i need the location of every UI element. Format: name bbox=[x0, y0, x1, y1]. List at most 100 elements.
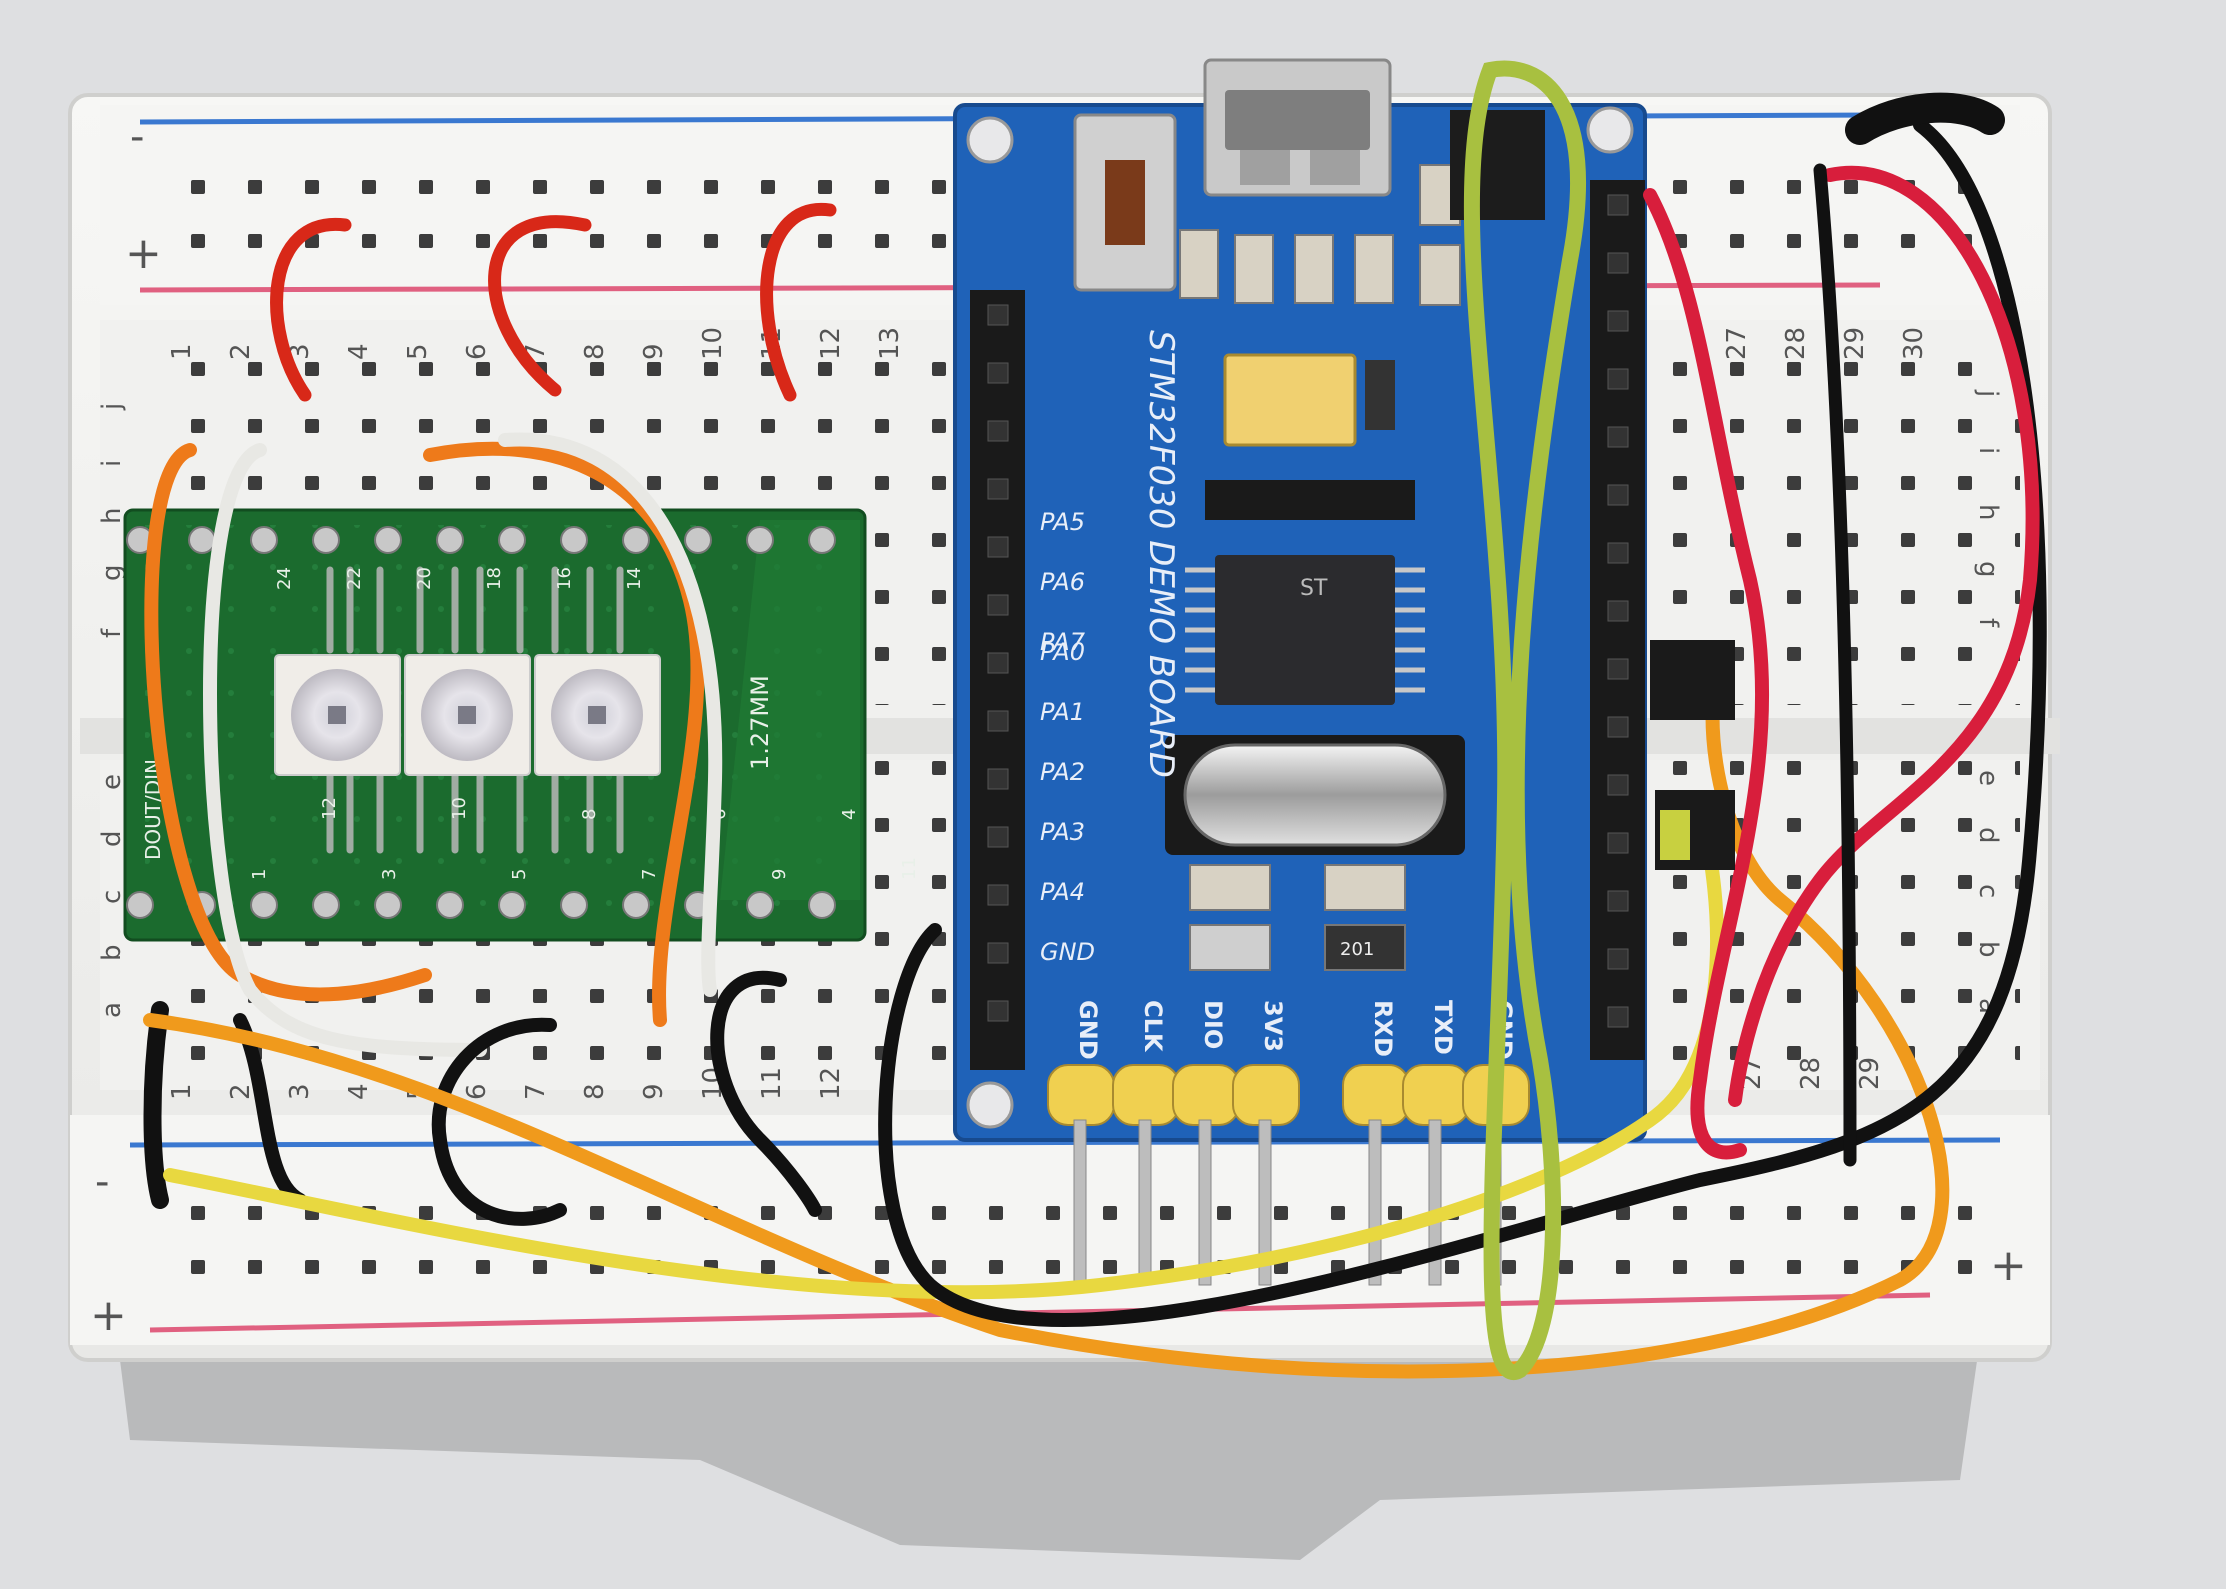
row-letter: c bbox=[1973, 884, 2003, 898]
row-letter: g bbox=[1973, 561, 2003, 578]
column-number: 12 bbox=[816, 327, 846, 360]
mcu-pin-label: PA2 bbox=[1040, 758, 1085, 786]
black-jumper-1 bbox=[431, 1017, 567, 1226]
rgb-led-2 bbox=[404, 654, 531, 776]
red-jumper-1 bbox=[270, 218, 352, 402]
column-number: 8 bbox=[580, 343, 610, 360]
pcb-pin-number: 16 bbox=[554, 567, 575, 590]
column-number: 6 bbox=[462, 343, 492, 360]
right-pin-header bbox=[1590, 180, 1645, 1060]
header-pin-label: 3V3 bbox=[1259, 1000, 1287, 1052]
boot-jumper bbox=[1205, 353, 1415, 520]
black-jumper-2 bbox=[710, 970, 822, 1217]
pcb-pin-number: 8 bbox=[579, 809, 600, 820]
rgb-led-3 bbox=[534, 654, 661, 776]
row-letter: j bbox=[97, 403, 127, 411]
row-letter: h bbox=[97, 508, 127, 524]
crystal-oscillator bbox=[1165, 735, 1465, 855]
red-jumper-3 bbox=[760, 202, 837, 402]
rail-plus-label: + bbox=[125, 228, 162, 279]
row-letter: e bbox=[1973, 770, 2003, 786]
rail-minus-label: - bbox=[130, 114, 144, 160]
row-letter: i bbox=[1973, 447, 2003, 454]
mcu-pin-label: PA0 bbox=[1040, 638, 1085, 666]
rubber-band bbox=[1463, 60, 1587, 1380]
bottom-power-rail: - + + bbox=[70, 1115, 2050, 1345]
orange-wire-long bbox=[143, 653, 1950, 1379]
column-number: 4 bbox=[344, 343, 374, 360]
pcb-pin-number: 4 bbox=[839, 809, 860, 820]
left-pin-header bbox=[970, 290, 1025, 1070]
pcb-pin-number: 9 bbox=[769, 869, 790, 880]
row-letter: f bbox=[1973, 618, 2003, 628]
pcb-pin-number: 24 bbox=[274, 567, 295, 590]
column-number: 13 bbox=[875, 327, 905, 360]
column-number: 2 bbox=[226, 1083, 256, 1100]
row-letter: i bbox=[97, 460, 127, 467]
pcb-pin-number: 20 bbox=[414, 567, 435, 590]
white-wire-middle bbox=[498, 432, 723, 997]
column-number: 2 bbox=[226, 343, 256, 360]
row-letter: g bbox=[97, 564, 127, 581]
column-number: 9 bbox=[639, 1083, 669, 1100]
pcb-pin-number: 1 bbox=[249, 869, 270, 880]
header-pin-label: DIO bbox=[1199, 1000, 1227, 1049]
column-number: 1 bbox=[167, 1083, 197, 1100]
black-wire-plug bbox=[1845, 92, 2005, 145]
board-title: STM32F030 DEMO BOARD bbox=[1141, 330, 1181, 778]
column-number: 1 bbox=[167, 343, 197, 360]
row-letter: f bbox=[97, 628, 127, 638]
column-number: 28 bbox=[1796, 1057, 1826, 1090]
header-pin-label: TXD bbox=[1429, 1000, 1457, 1055]
column-number: 29 bbox=[1855, 1057, 1885, 1090]
row-letter: b bbox=[1973, 941, 2003, 958]
chip-marking: ST bbox=[1300, 576, 1328, 601]
micro-usb-connector bbox=[1203, 58, 1392, 197]
header-pin-label: RXD bbox=[1369, 1000, 1397, 1057]
row-letter: e bbox=[97, 774, 127, 790]
black-wire-right bbox=[1813, 163, 1857, 1167]
mcu-pin-label: PA5 bbox=[1040, 508, 1085, 536]
column-number: 4 bbox=[344, 1083, 374, 1100]
column-number: 11 bbox=[757, 1067, 787, 1100]
column-number: 29 bbox=[1840, 327, 1870, 360]
orange-wire-left bbox=[144, 443, 432, 1002]
red-wire-2 bbox=[1728, 166, 2040, 1107]
pcb-pin-number: 18 bbox=[484, 567, 505, 590]
dupont-connector-right bbox=[1650, 640, 1735, 870]
row-letter: a bbox=[97, 1002, 127, 1018]
column-number: 7 bbox=[521, 1083, 551, 1100]
mcu-pin-label: PA7 bbox=[1040, 628, 1086, 656]
column-number: 5 bbox=[403, 343, 433, 360]
row-letter: h bbox=[1973, 504, 2003, 520]
mcu-pin-label: PA4 bbox=[1040, 878, 1085, 906]
mcu-pin-label: PA3 bbox=[1040, 818, 1085, 846]
mcu-pin-label: PA6 bbox=[1040, 568, 1085, 596]
column-number: 12 bbox=[816, 1067, 846, 1100]
column-number: 3 bbox=[285, 343, 315, 360]
column-number: 28 bbox=[1781, 327, 1811, 360]
column-number: 8 bbox=[580, 1083, 610, 1100]
rail-plus-label-bottom: + bbox=[90, 1290, 127, 1341]
column-number: 30 bbox=[1899, 327, 1929, 360]
reset-button bbox=[1073, 113, 1177, 292]
white-wire-left bbox=[203, 443, 487, 1057]
rail-plus-label-bottom-right: + bbox=[1990, 1240, 2027, 1291]
header-pin-label: GND bbox=[1074, 1000, 1102, 1060]
pcb-pin-number: 22 bbox=[344, 567, 365, 590]
black-wire-stub bbox=[143, 1001, 169, 1209]
row-letter: c bbox=[97, 890, 127, 904]
wires bbox=[143, 60, 2047, 1380]
pitch-label: 1.27MM bbox=[746, 675, 774, 770]
header-pin-label: CLK bbox=[1139, 1000, 1167, 1053]
rail-minus-label-bottom: - bbox=[95, 1159, 109, 1205]
row-letter: b bbox=[97, 944, 127, 961]
